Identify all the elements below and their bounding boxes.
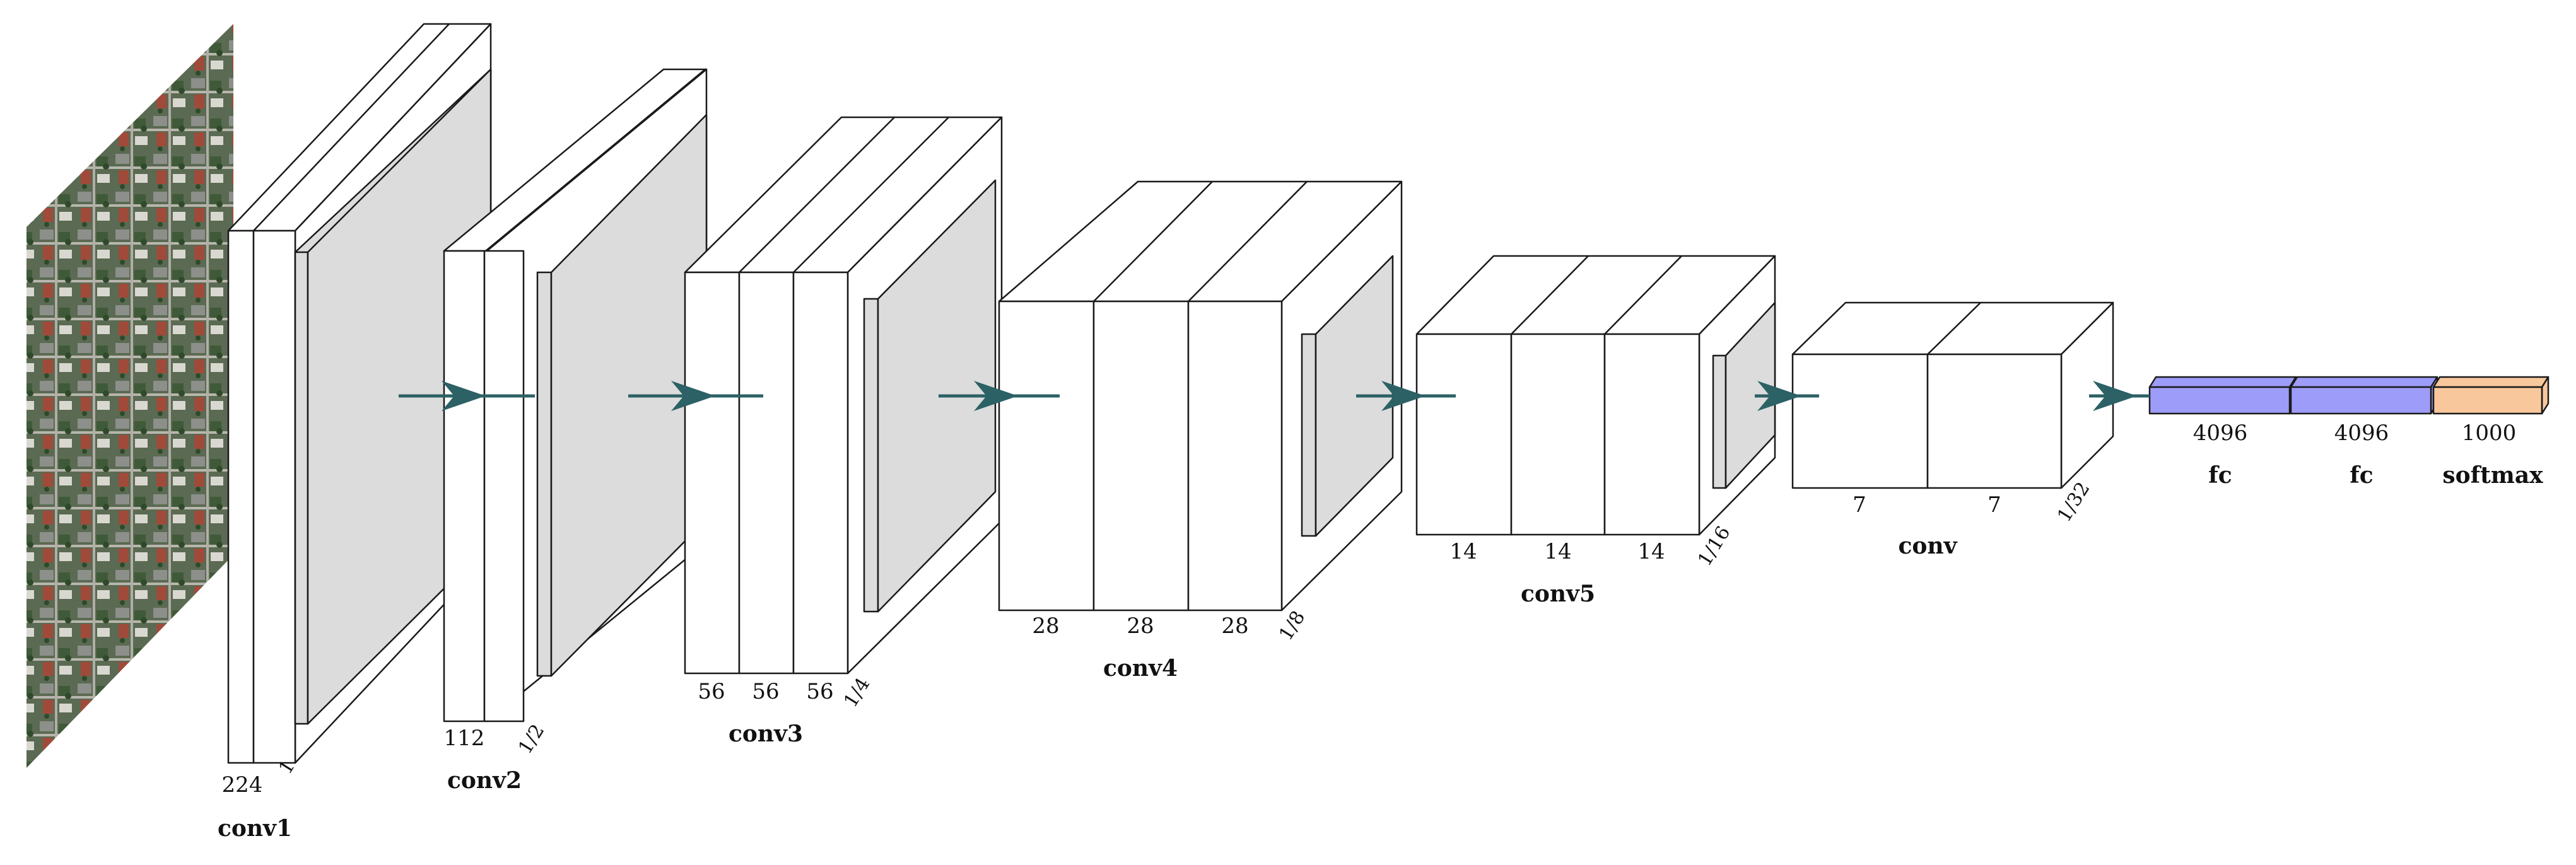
conv2-block-label: conv2 bbox=[447, 767, 522, 794]
conv4-layer-front bbox=[1187, 300, 1283, 612]
arrow-icon bbox=[1755, 381, 1819, 411]
softmax-label: softmax bbox=[2442, 462, 2543, 489]
conv1-layer-front bbox=[227, 229, 255, 764]
conv5-pool bbox=[1724, 301, 1776, 489]
fc2-label: fc bbox=[2350, 462, 2373, 489]
conv4-dim-label: 28 bbox=[1032, 613, 1059, 639]
conv1-dim-label: 224 bbox=[222, 772, 263, 798]
conv-dim-label: 7 bbox=[1988, 492, 2001, 518]
softmax-size-label: 1000 bbox=[2462, 421, 2517, 446]
conv3-dim-label: 56 bbox=[698, 679, 725, 704]
head-fc2 bbox=[2290, 376, 2438, 415]
conv4-scale-label: 1/8 bbox=[1275, 607, 1309, 644]
arrow-icon bbox=[2089, 381, 2150, 411]
conv3-dim-label: 56 bbox=[806, 679, 833, 704]
conv-layer-front bbox=[1926, 353, 2063, 489]
conv5-layer-front bbox=[1603, 333, 1701, 536]
conv2-dim-label: 112 bbox=[444, 726, 485, 751]
conv4-pool bbox=[1314, 255, 1394, 537]
block-conv bbox=[1791, 301, 2114, 489]
fc1-box bbox=[2148, 386, 2291, 415]
conv2-layer-front bbox=[443, 250, 486, 723]
conv1-block-label: conv1 bbox=[218, 815, 292, 842]
conv4-layer-front bbox=[998, 300, 1095, 612]
fc1-size-label: 4096 bbox=[2193, 421, 2248, 446]
conv3-block-label: conv3 bbox=[729, 721, 803, 747]
conv4-pool-edge bbox=[1301, 333, 1317, 537]
conv2-pool-edge bbox=[536, 271, 553, 677]
fc1-label: fc bbox=[2208, 462, 2232, 489]
aerial-image-icon bbox=[26, 24, 233, 768]
conv1-layer-front bbox=[252, 229, 296, 764]
conv-layer-top bbox=[1791, 301, 2114, 356]
conv4-dim-label: 28 bbox=[1221, 613, 1248, 639]
conv3-layer-front bbox=[792, 271, 849, 675]
fc2-size-label: 4096 bbox=[2334, 421, 2389, 446]
head-softmax bbox=[2432, 376, 2550, 415]
conv5-layer-front bbox=[1510, 333, 1606, 536]
conv1-pool-edge bbox=[294, 251, 309, 725]
conv-dim-label: 7 bbox=[1853, 492, 1866, 518]
block-conv5 bbox=[1415, 255, 1776, 536]
arrow-icon bbox=[628, 381, 763, 411]
arrow-icon bbox=[1356, 381, 1456, 411]
conv4-layer-front bbox=[1092, 300, 1190, 612]
conv2-layer-front bbox=[483, 250, 525, 723]
softmax-box bbox=[2432, 386, 2543, 415]
conv3-scale-label: 1/4 bbox=[840, 674, 874, 711]
conv3-layer-front bbox=[684, 271, 741, 675]
block-conv4 bbox=[998, 180, 1403, 612]
conv4-block-label: conv4 bbox=[1103, 655, 1178, 682]
conv5-pool-edge bbox=[1712, 354, 1727, 489]
head-fc1 bbox=[2148, 376, 2297, 415]
conv3-pool-edge bbox=[863, 298, 879, 613]
arrow-icon bbox=[399, 381, 535, 411]
block-conv3 bbox=[684, 116, 1003, 675]
block-conv2 bbox=[443, 68, 708, 723]
arrow-icon bbox=[939, 381, 1060, 411]
arrows bbox=[399, 381, 2150, 411]
conv2-scale-label: 1/2 bbox=[514, 721, 549, 758]
conv3-dim-label: 56 bbox=[752, 679, 779, 704]
conv5-block-label: conv5 bbox=[1521, 581, 1595, 607]
conv-layer-front bbox=[1791, 353, 1929, 489]
conv5-dim-label: 14 bbox=[1637, 539, 1665, 564]
conv5-dim-label: 14 bbox=[1544, 539, 1571, 564]
conv3-layer-front bbox=[738, 271, 795, 675]
conv5-layer-front bbox=[1415, 333, 1513, 536]
conv5-dim-label: 14 bbox=[1449, 539, 1477, 564]
input-image bbox=[26, 24, 233, 768]
conv3-pool bbox=[877, 179, 997, 613]
conv4-dim-label: 28 bbox=[1127, 613, 1154, 639]
fc2-box bbox=[2290, 386, 2432, 415]
conv-block-label: conv bbox=[1898, 533, 1957, 559]
